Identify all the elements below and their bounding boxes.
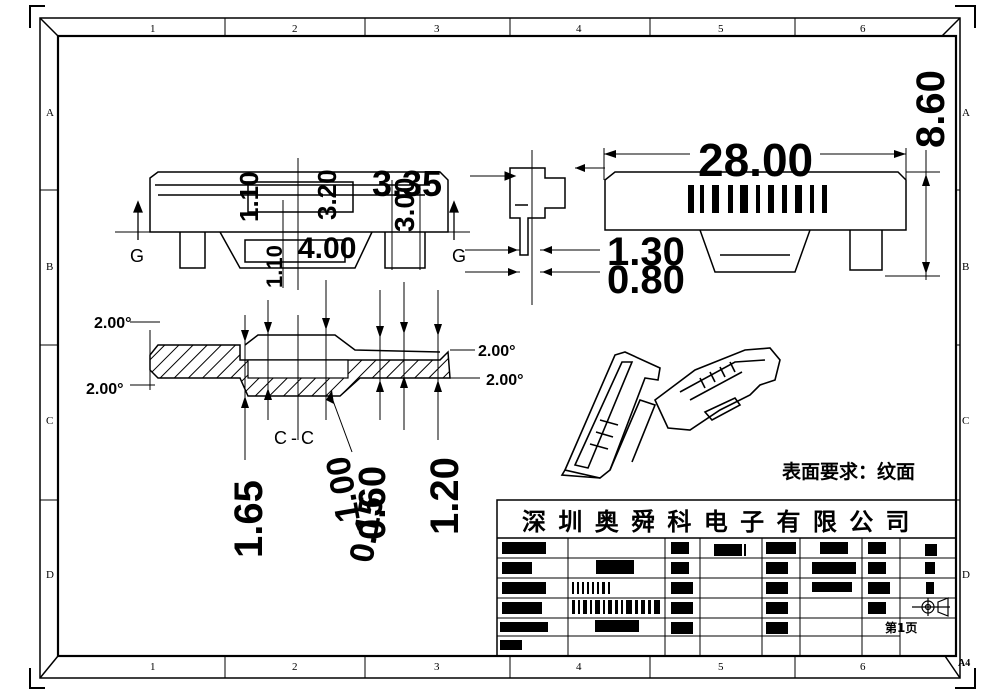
zone-top-4: 4	[576, 23, 582, 35]
dim-1-65: 1.65	[227, 480, 271, 558]
sheet-size: A4	[958, 658, 970, 669]
barcode-marks	[572, 544, 746, 614]
page-cell: 第1页	[885, 620, 917, 635]
zone-top-6: 6	[860, 23, 866, 35]
zone-left-D: D	[46, 569, 54, 581]
zone-right-C: C	[962, 415, 969, 427]
dim-3-35: 3.35	[372, 163, 442, 204]
dim-1-20: 1.20	[423, 457, 467, 535]
title-block-fills	[500, 542, 937, 650]
zone-bottom-6: 6	[860, 661, 866, 673]
zone-bottom-1: 1	[150, 661, 156, 673]
section-view: 2.00° 2.00° 2.00° 2.00° C-C 1.65 0.60 0.…	[86, 280, 524, 565]
dim-28-00: 28.00	[698, 134, 813, 186]
corner-ties	[39, 17, 961, 679]
chamfer-bottom-left: 2.00°	[86, 381, 124, 398]
zone-labels: 1 2 3 4 5 6 1 2 3 4 5 6 A B C D A B C D …	[46, 23, 970, 673]
zone-bottom-2: 2	[292, 661, 298, 673]
chamfer-bottom-right: 2.00°	[486, 372, 524, 389]
zone-left-A: A	[46, 107, 54, 119]
dim-1-00: 1.00	[319, 453, 368, 525]
zone-bottom-3: 3	[434, 661, 440, 673]
projection-symbol	[912, 597, 950, 617]
dim-1-10-b: 1.10	[262, 245, 287, 288]
dim-8-60: 8.60	[909, 70, 953, 148]
zone-bottom-4: 4	[576, 661, 582, 673]
crop-marks	[29, 5, 976, 689]
zone-top-5: 5	[718, 23, 724, 35]
isometric-view-left	[560, 351, 661, 479]
chamfer-top-right: 2.00°	[478, 343, 516, 360]
top-view: 28.00 8.60	[603, 70, 953, 280]
section-label: C-C	[274, 428, 318, 448]
zone-ticks	[40, 18, 960, 678]
zone-right-B: B	[962, 261, 969, 273]
dim-1-30: 1.30	[607, 230, 685, 274]
section-marker-right: G	[452, 246, 466, 266]
zone-right-D: D	[962, 569, 970, 581]
dim-3-00: 3.00	[389, 178, 420, 233]
zone-bottom-5: 5	[718, 661, 724, 673]
dim-0-60: 0.60	[352, 466, 394, 540]
company-name: 深 圳 奥 舜 科 电 子 有 限 公 司	[522, 508, 912, 536]
zone-right-A: A	[962, 107, 970, 119]
dim-3-20: 3.20	[312, 169, 342, 220]
zone-top-3: 3	[434, 23, 440, 35]
section-marker-left: G	[130, 246, 144, 266]
title-block: 深 圳 奥 舜 科 电 子 有 限 公 司	[496, 499, 957, 657]
surface-note: 表面要求：纹面	[782, 460, 915, 483]
outer-border	[39, 17, 961, 679]
side-view: G G 1.10 3.20 3.35 4.00 3.00 1.10	[115, 158, 517, 290]
zone-top-2: 2	[292, 23, 298, 35]
end-view: 1.30 0.80	[465, 150, 685, 305]
isometric-view-right	[654, 347, 781, 431]
dim-4-00: 4.00	[298, 232, 356, 265]
zone-left-B: B	[46, 261, 53, 273]
dim-1-10: 1.10	[234, 171, 264, 222]
zone-left-C: C	[46, 415, 53, 427]
top-view-slots	[688, 185, 827, 213]
dim-0-80: 0.80	[607, 258, 685, 302]
chamfer-top-left: 2.00°	[94, 315, 132, 332]
zone-top-1: 1	[150, 23, 156, 35]
